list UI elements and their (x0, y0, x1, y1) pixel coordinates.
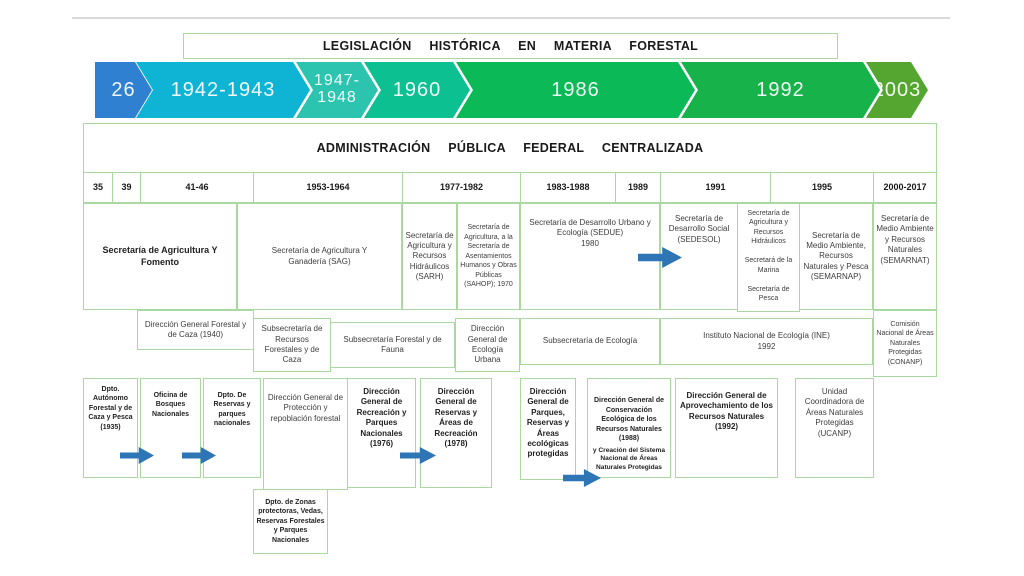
cell-direccion-proteccion-repoblacion: Dirección General de Protección y repobl… (263, 378, 348, 490)
cell-dpto-autonomo-forestal-1935: Dpto. Autónomo Forestal y de Caza y Pesc… (83, 378, 138, 478)
timeline-segment-1942-1943: 1942-1943 (136, 62, 310, 118)
cell-sarh-marina-pesca: Secretaría de Agricultura y Recursos Hid… (737, 203, 800, 312)
cell-sub-text: y Creación del Sistema Nacional de Áreas… (592, 446, 666, 471)
year-col-41-46: 41-46 (140, 172, 254, 203)
cell-ine-1992: Instituto Nacional de Ecología (INE) 199… (660, 318, 873, 365)
cell-semarnat: Secretaría de Medio Ambiente y Recursos … (873, 203, 937, 310)
cell-direccion-reservas-areas-1978: Dirección General de Reservas y Áreas de… (420, 378, 492, 488)
cell-conanp: Comisión Nacional de Áreas Naturales Pro… (873, 310, 937, 377)
cell-direccion-ecologia-urbana: Dirección General de Ecología Urbana (455, 318, 520, 372)
slide-title: LEGISLACIÓN HISTÓRICA EN MATERIA FORESTA… (183, 33, 838, 59)
cell-subsecretaria-forestal-fauna: Subsecretaría Forestal y de Fauna (330, 322, 455, 368)
cell-secretaria-agricultura-fomento: Secretaría de Agricultura Y Fomento (83, 203, 237, 310)
cell-ucanp: Unidad Coordinadora de Áreas Naturales P… (795, 378, 874, 478)
admin-header: ADMINISTRACIÓN PÚBLICA FEDERAL CENTRALIZ… (83, 123, 937, 173)
year-col-39: 39 (112, 172, 141, 203)
cell-sahop: Secretaría de Agricultura, a la Secretar… (457, 203, 520, 310)
year-col-1977-1982: 1977-1982 (402, 172, 521, 203)
cell-sarh: Secretaría de Agricultura y Recursos Hid… (402, 203, 457, 310)
timeline-segment-1986: 1986 (456, 62, 695, 118)
year-col-2000-2017: 2000-2017 (873, 172, 937, 203)
year-col-1995: 1995 (770, 172, 874, 203)
year-col-1989: 1989 (615, 172, 661, 203)
top-divider-line (72, 17, 950, 19)
timeline-segment-1992: 1992 (681, 62, 880, 118)
cell-direccion-conservacion-ecologica-1988: Dirección General de Conservación Ecológ… (587, 378, 671, 478)
year-col-1983-1988: 1983-1988 (520, 172, 616, 203)
cell-oficina-bosques-nacionales: Oficina de Bosques Nacionales (140, 378, 201, 478)
cell-direccion-forestal-caza-1940: Dirección General Forestal y de Caza (19… (137, 310, 254, 350)
year-col-1953-1964: 1953-1964 (253, 172, 403, 203)
cell-sedue: Secretaría de Desarrollo Urbano y Ecolog… (520, 203, 660, 310)
cell-dpto-zonas-protectoras: Dpto. de Zonas protectoras, Vedas, Reser… (253, 489, 328, 554)
cell-sag: Secretaría de Agricultura Y Ganadería (S… (237, 203, 402, 310)
timeline-segment-1960: 1960 (364, 62, 470, 118)
cell-semarnap: Secretaría de Medio Ambiente, Recursos N… (799, 203, 873, 310)
cell-dpto-reservas-parques: Dpto. De Reservas y parques nacionales (203, 378, 261, 478)
year-col-35: 35 (83, 172, 113, 203)
cell-direccion-aprovechamiento-1992: Dirección General de Aprovechamiento de … (675, 378, 778, 478)
cell-direccion-recreacion-parques-1976: Dirección General de Recreación y Parque… (347, 378, 416, 488)
cell-main-text: Dirección General de Conservación Ecológ… (593, 397, 665, 443)
cell-direccion-parques-reservas-areas: Dirección General de Parques, Reservas y… (520, 378, 576, 480)
year-col-1991: 1991 (660, 172, 771, 203)
cell-subsecretaria-recursos-forestales: Subsecretaría de Recursos Forestales y d… (253, 318, 331, 372)
cell-subsecretaria-ecologia: Subsecretaría de Ecología (520, 318, 660, 365)
